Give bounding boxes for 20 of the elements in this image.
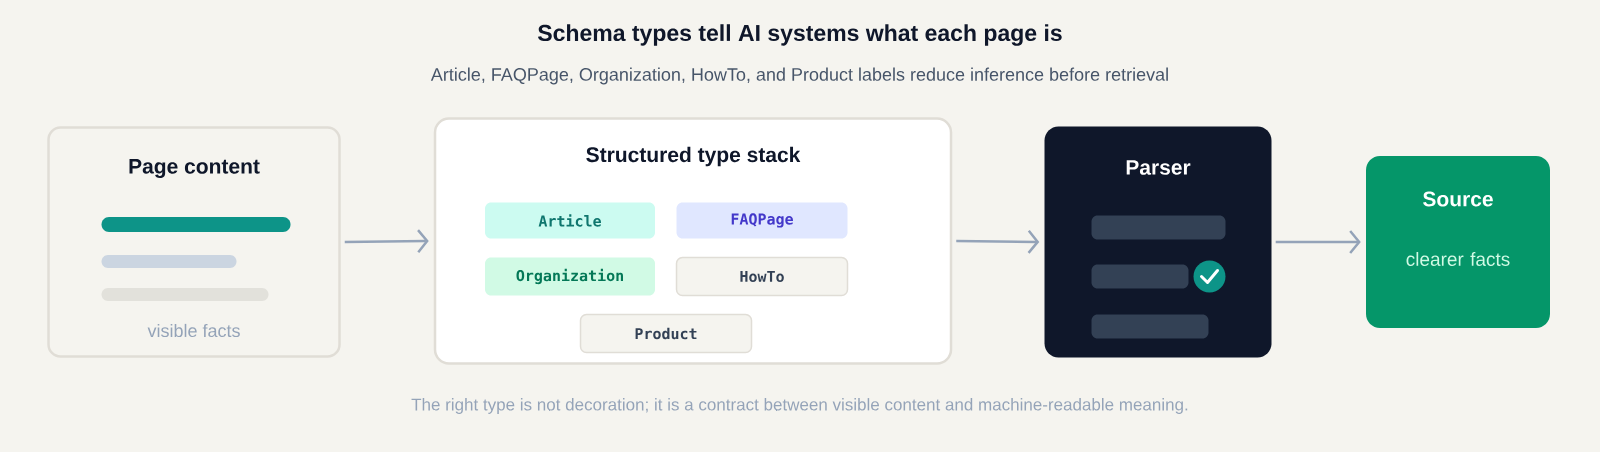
arrow [344, 229, 429, 253]
card-text: clearer facts [1406, 252, 1510, 266]
arrow [956, 230, 1040, 254]
card-text: visible facts [147, 323, 240, 338]
arrow [1275, 230, 1361, 254]
type-tag: Product [579, 313, 753, 354]
title: Schema types tell AI systems what each page is [538, 24, 1062, 46]
type-tag: FAQPage [676, 202, 848, 239]
type-tag: Article [485, 202, 655, 239]
type-tag: HowTo [675, 256, 849, 297]
source-card [1366, 156, 1550, 328]
card-title: Source [1423, 191, 1493, 207]
content-card [47, 126, 341, 358]
parser-panel [1044, 126, 1272, 358]
subtitle: Article, FAQPage, Organization, HowTo, and Product labels reduce inference before retrieval [430, 67, 1168, 85]
type-tag: Organization [485, 257, 655, 296]
caption: The right type is not decoration; it is a contract between visible content and machine-readable meaning. [411, 398, 1188, 414]
card-title: Page content [129, 159, 260, 178]
card-title: Parser [1126, 160, 1191, 175]
card-title: Structured type stack [586, 146, 801, 167]
